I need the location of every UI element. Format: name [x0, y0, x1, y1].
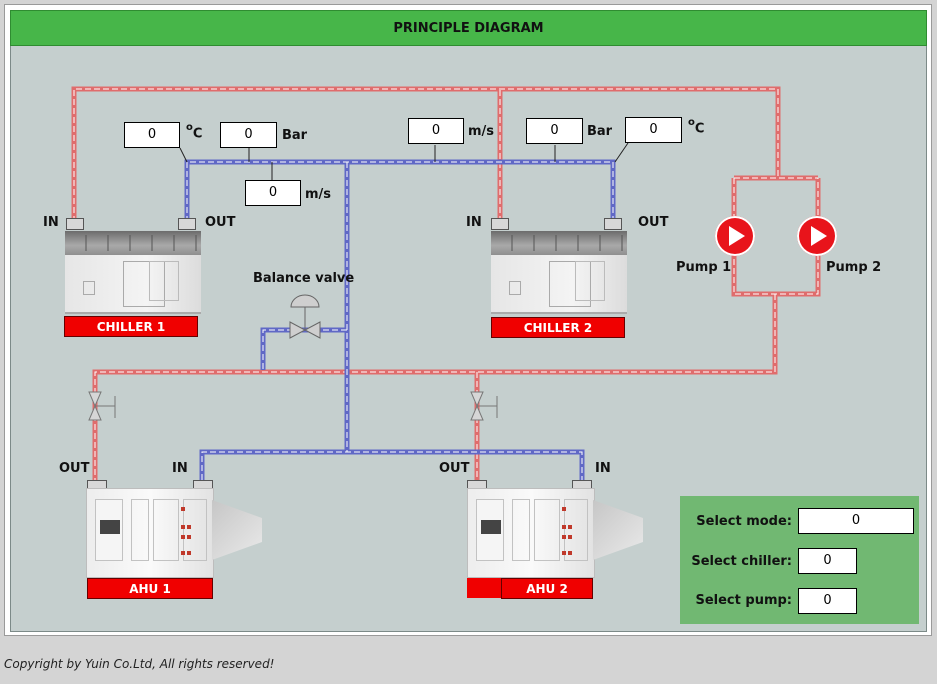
chiller2-flow-unit: m/s: [468, 124, 495, 139]
chiller1-out-port: [178, 218, 196, 230]
select-chiller-input[interactable]: 0: [798, 548, 857, 574]
chiller1-label: CHILLER 1: [64, 316, 198, 337]
select-mode-label: Select mode:: [696, 514, 792, 529]
ahu2-status-indicator: [467, 578, 501, 598]
page-title: PRINCIPLE DIAGRAM: [10, 10, 927, 46]
chiller1-temperature-unit: oC: [186, 122, 203, 142]
chiller2-in-port: [491, 218, 509, 230]
ahu1-out-label: OUT: [59, 461, 90, 476]
chiller2-in-label: IN: [466, 215, 482, 230]
copyright-text: Copyright by Yuin Co.Ltd, All rights res…: [4, 657, 275, 671]
chiller1-temperature-field[interactable]: 0: [124, 122, 180, 148]
chiller1-flow-unit: m/s: [305, 187, 332, 202]
select-mode-input[interactable]: 0: [798, 508, 914, 534]
pump1-play-icon[interactable]: [715, 216, 755, 256]
chiller2-pressure-field[interactable]: 0: [526, 118, 583, 144]
balance-valve-icon: [289, 294, 321, 339]
chiller2-flow-field[interactable]: 0: [408, 118, 464, 144]
chiller1-in-label: IN: [43, 215, 59, 230]
pump1-label: Pump 1: [676, 260, 732, 275]
ahu2-unit-icon[interactable]: [467, 488, 657, 584]
select-pump-label: Select pump:: [695, 593, 792, 608]
valve-icon: [470, 391, 498, 421]
ahu2-label: AHU 2: [501, 578, 593, 599]
ahu1-in-label: IN: [172, 461, 188, 476]
chiller2-temperature-unit: oC: [688, 117, 705, 137]
ahu2-in-label: IN: [595, 461, 611, 476]
pump2-play-icon[interactable]: [797, 216, 837, 256]
chiller1-pressure-unit: Bar: [282, 128, 308, 143]
select-pump-input[interactable]: 0: [798, 588, 857, 614]
ahu1-label: AHU 1: [87, 578, 213, 599]
balance-valve-label: Balance valve: [253, 271, 355, 286]
chiller2-pressure-unit: Bar: [587, 124, 613, 139]
chiller2-out-label: OUT: [638, 215, 669, 230]
chiller1-out-label: OUT: [205, 215, 236, 230]
ahu1-unit-icon[interactable]: [86, 488, 276, 584]
chiller2-out-port: [604, 218, 622, 230]
chiller1-flow-field[interactable]: 0: [245, 180, 301, 206]
chiller1-pressure-field[interactable]: 0: [220, 122, 277, 148]
chiller2-label: CHILLER 2: [491, 317, 625, 338]
select-chiller-label: Select chiller:: [691, 554, 792, 569]
chiller1-in-port: [66, 218, 84, 230]
ahu2-out-label: OUT: [439, 461, 470, 476]
chiller1-unit-icon[interactable]: [65, 231, 201, 314]
chiller2-temperature-field[interactable]: 0: [625, 117, 682, 143]
valve-icon: [88, 391, 116, 421]
pump2-label: Pump 2: [826, 260, 882, 275]
chiller2-unit-icon[interactable]: [491, 231, 627, 314]
